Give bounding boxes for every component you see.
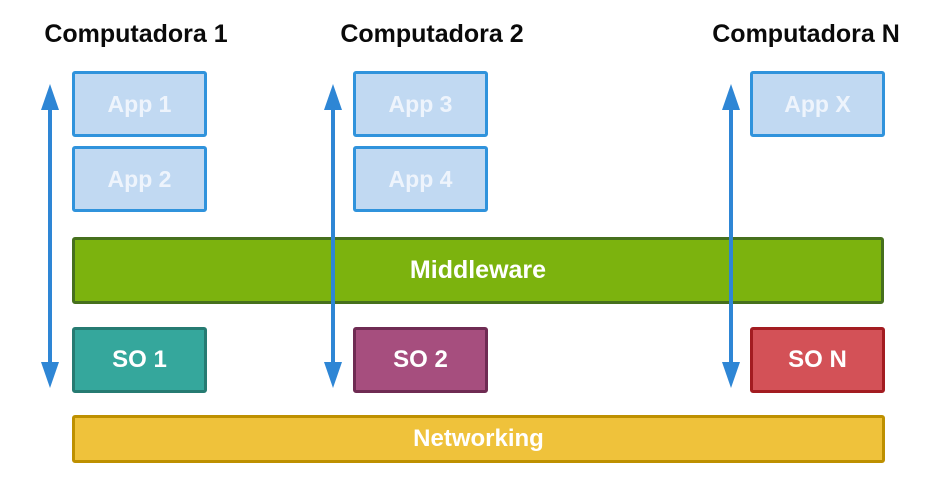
arrow-shaft (729, 107, 733, 365)
so-n-box: SO N (750, 327, 885, 393)
arrow-up-head-icon (324, 84, 342, 110)
so-1-box: SO 1 (72, 327, 207, 393)
arrow-up-head-icon (41, 84, 59, 110)
arrow-up-head-icon (722, 84, 740, 110)
computer-2-title: Computadora 2 (340, 20, 524, 48)
middleware-layer-bar: Middleware (72, 237, 884, 304)
app-1-box: App 1 (72, 71, 207, 137)
vertical-double-arrow-computer-1 (41, 84, 59, 388)
arrow-shaft (331, 107, 335, 365)
vertical-double-arrow-computer-2 (324, 84, 342, 388)
vertical-double-arrow-computer-n (722, 84, 740, 388)
arrow-down-head-icon (324, 362, 342, 388)
app-x-box: App X (750, 71, 885, 137)
computer-n-title: Computadora N (712, 20, 900, 48)
app-2-box: App 2 (72, 146, 207, 212)
networking-layer-bar: Networking (72, 415, 885, 463)
so-2-box: SO 2 (353, 327, 488, 393)
computer-1-title: Computadora 1 (44, 20, 228, 48)
arrow-shaft (48, 107, 52, 365)
app-3-box: App 3 (353, 71, 488, 137)
app-4-box: App 4 (353, 146, 488, 212)
arrow-down-head-icon (722, 362, 740, 388)
arrow-down-head-icon (41, 362, 59, 388)
